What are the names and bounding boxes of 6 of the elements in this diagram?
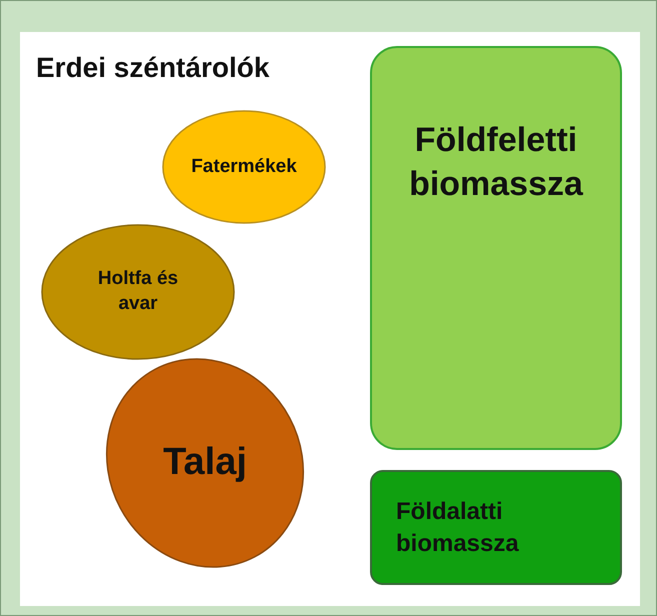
title: Erdei széntárolók [36,52,270,84]
node-label: Talaj [163,440,247,486]
node-label: Földalatti biomassza [396,497,520,558]
node-label: Holtfa és avar [96,267,180,316]
node-label: Fatermékek [191,154,297,179]
node-label: Földfeletti biomassza [408,120,584,206]
